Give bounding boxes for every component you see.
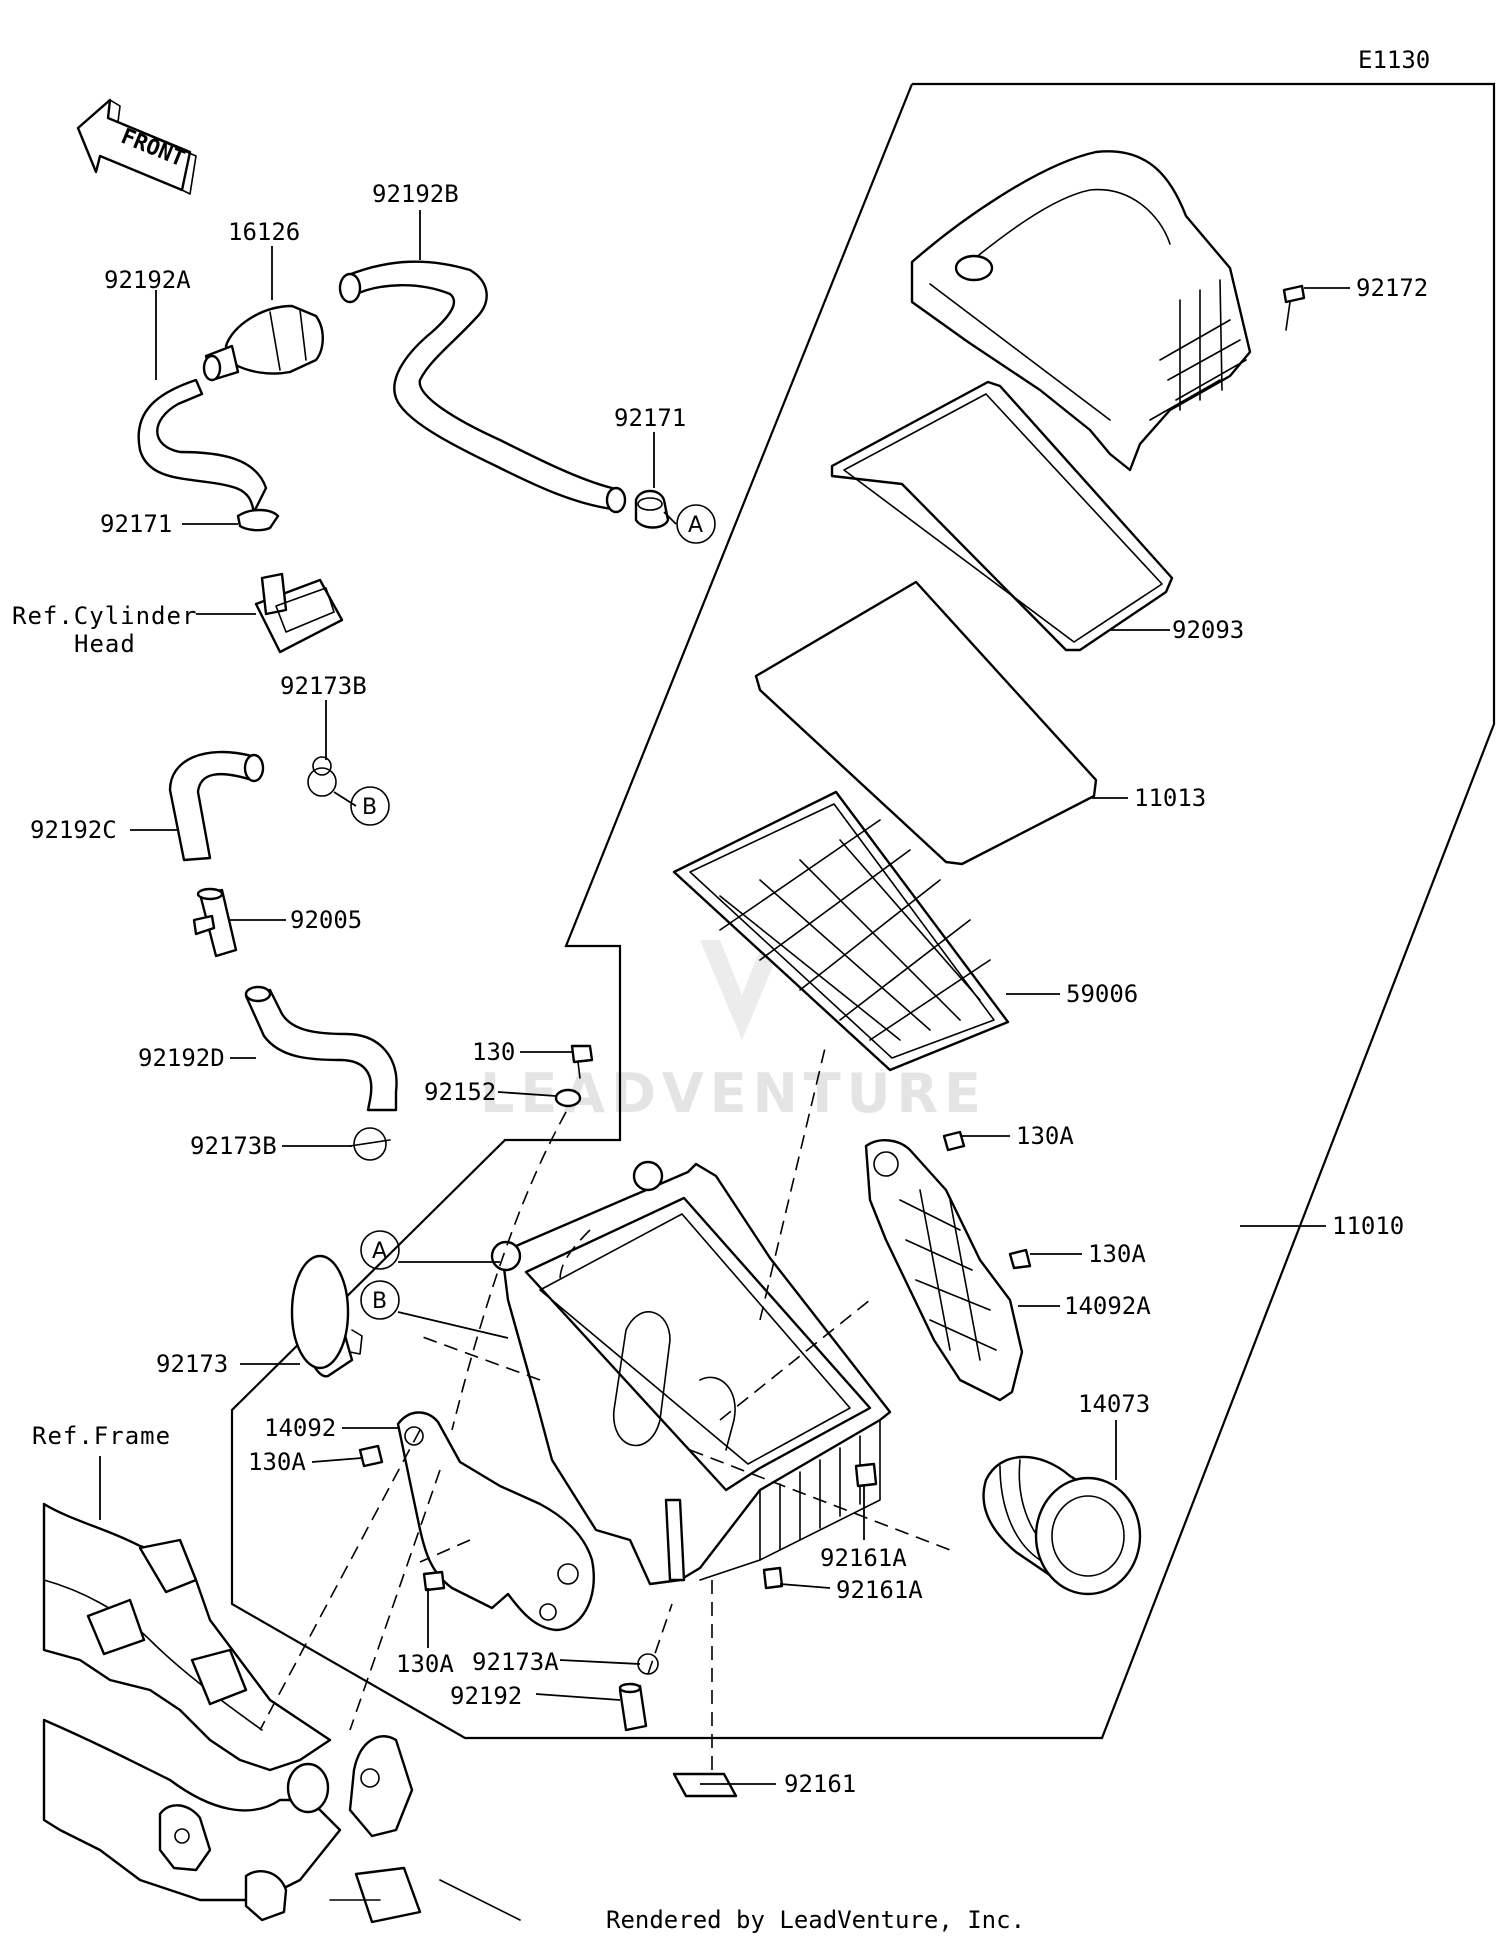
- hose-92192: [618, 1682, 648, 1732]
- label-92173B-top: 92173B: [280, 672, 367, 700]
- label-92152: 92152: [424, 1078, 496, 1106]
- footer-credit: Rendered by LeadVenture, Inc.: [606, 1906, 1025, 1934]
- pad-92161: [672, 1772, 738, 1798]
- label-92192C: 92192C: [30, 816, 117, 844]
- label-92173B-bottom: 92173B: [190, 1132, 277, 1160]
- bolt-130A-bottom: [422, 1570, 446, 1592]
- callout-circle-a-large: A: [360, 1230, 400, 1270]
- leader-lines: [99, 210, 1350, 1785]
- label-92192B: 92192B: [372, 180, 459, 208]
- callout-b-small-label: B: [362, 795, 377, 820]
- callout-circle-b-large: B: [360, 1280, 400, 1320]
- clamp-92173: [290, 1254, 363, 1378]
- label-92192D: 92192D: [138, 1044, 225, 1072]
- callout-circle-a-small: A: [676, 504, 716, 544]
- label-92192: 92192: [450, 1682, 522, 1710]
- bolt-130: [570, 1044, 594, 1079]
- joint-92005: [192, 887, 238, 958]
- diagram-code: E1130: [1358, 46, 1430, 74]
- label-92161: 92161: [784, 1770, 856, 1798]
- watermark-text: LEADVENTURE: [480, 1062, 987, 1125]
- label-14092A: 14092A: [1064, 1292, 1151, 1320]
- air-cleaner-case: [490, 1160, 892, 1586]
- label-130A-bottom: 130A: [396, 1650, 454, 1678]
- hose-92192A: [137, 378, 268, 514]
- clamp-92171-top: [634, 489, 670, 529]
- clamp-92171-left: [236, 508, 280, 532]
- callout-circle-b-small: B: [350, 786, 390, 826]
- label-130A-right-top: 130A: [1016, 1122, 1074, 1150]
- label-92093: 92093: [1172, 616, 1244, 644]
- upper-case-92172-assembly: [910, 150, 1252, 472]
- label-14073: 14073: [1078, 1390, 1150, 1418]
- assembly-boundary: [230, 82, 1496, 1740]
- front-arrow-icon: FRONT: [76, 98, 197, 195]
- label-92171-left: 92171: [100, 510, 172, 538]
- bolt-130A-left: [358, 1444, 384, 1468]
- callout-b-large-label: B: [372, 1289, 387, 1314]
- label-14092: 14092: [264, 1414, 336, 1442]
- label-92161A-top: 92161A: [820, 1544, 907, 1572]
- bolt-130A-right-mid: [1008, 1248, 1032, 1270]
- washer-92152: [554, 1088, 582, 1108]
- label-92192A: 92192A: [104, 266, 191, 294]
- label-92173A: 92173A: [472, 1648, 559, 1676]
- label-92005: 92005: [290, 906, 362, 934]
- clamp-92173B-top: [307, 756, 337, 797]
- label-130: 130: [472, 1038, 515, 1066]
- clamp-92173B-bottom: [349, 1127, 391, 1161]
- label-92161A-bottom: 92161A: [836, 1576, 923, 1604]
- label-92172: 92172: [1356, 274, 1428, 302]
- cover-14092A: [864, 1139, 1024, 1402]
- screw-92172: [1282, 284, 1306, 331]
- clamp-92173A: [637, 1653, 659, 1675]
- clip-92161A-top: [854, 1462, 878, 1488]
- element-11013: [754, 580, 1098, 866]
- hose-92192D: [244, 985, 398, 1112]
- label-ref-cylinder-line2: Head: [74, 630, 136, 658]
- label-ref-cylinder-line1: Ref.Cylinder: [12, 602, 197, 630]
- label-11013: 11013: [1134, 784, 1206, 812]
- label-ref-frame: Ref.Frame: [32, 1422, 171, 1450]
- label-92171-top: 92171: [614, 404, 686, 432]
- label-16126: 16126: [228, 218, 300, 246]
- callout-a-small-label: A: [688, 513, 703, 538]
- screen-59006: [672, 790, 1010, 1072]
- hose-92192C: [168, 750, 265, 862]
- hose-92192B: [338, 260, 627, 514]
- clip-92161A-bottom: [762, 1566, 784, 1590]
- label-92173: 92173: [156, 1350, 228, 1378]
- label-130A-left: 130A: [248, 1448, 306, 1476]
- bolt-130A-right-top: [942, 1130, 966, 1152]
- label-11010: 11010: [1332, 1212, 1404, 1240]
- gasket-92093: [830, 380, 1174, 652]
- valve-16126: [202, 304, 324, 382]
- dashed-assembly-lines: [259, 1043, 951, 1774]
- frame-fragment: [42, 1502, 521, 1924]
- label-59006: 59006: [1066, 980, 1138, 1008]
- cylinder-head-fitting: [254, 572, 344, 654]
- label-130A-right-mid: 130A: [1088, 1240, 1146, 1268]
- callout-a-large-label: A: [372, 1239, 387, 1264]
- duct-14073: [982, 1455, 1142, 1596]
